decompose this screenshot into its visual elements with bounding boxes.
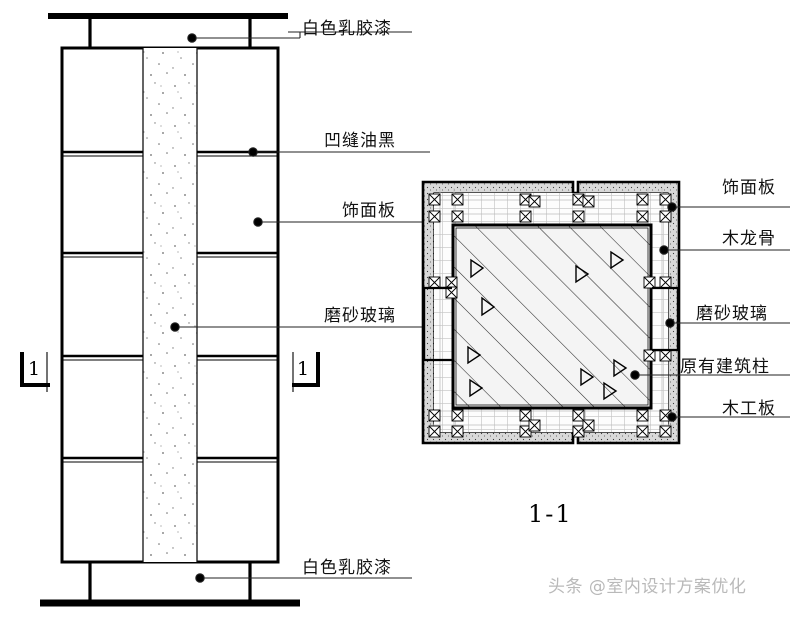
label-plan-wood-keel: 木龙骨: [722, 229, 776, 249]
section-marker-left: [20, 352, 50, 387]
label-plan-blockboard: 木工板: [722, 399, 776, 419]
label-plan-decor-panel: 饰面板: [722, 178, 776, 198]
existing-column: [451, 223, 653, 410]
section-marker-right: [292, 352, 320, 387]
label-plan-frosted-glass: 磨砂玻璃: [696, 304, 768, 324]
frosted-glass-strip: [143, 48, 197, 562]
watermark-text: 头条 @室内设计方案优化: [548, 577, 747, 597]
section-title: 1-1: [528, 500, 573, 528]
wood-keel-blocks: [428, 193, 672, 438]
label-plan-existing-column: 原有建筑柱: [680, 357, 770, 377]
plan-leaders: [630, 202, 790, 422]
elevation-view: [20, 13, 430, 607]
hatch-break-marks: [467, 250, 628, 401]
plan-section-view: [421, 180, 790, 445]
panel-joints: [62, 150, 278, 463]
elevation-label-underlines: [288, 31, 430, 579]
section-marker-left-number: 1: [28, 358, 41, 380]
label-elevation-groove-black: 凹缝油黑: [324, 131, 396, 151]
glass-leaf-marks: [422, 289, 680, 360]
label-elevation-decor-panel: 饰面板: [342, 201, 396, 221]
label-elevation-frosted-glass: 磨砂玻璃: [324, 306, 396, 326]
label-elevation-top-paint: 白色乳胶漆: [302, 19, 392, 39]
label-elevation-bottom-paint: 白色乳胶漆: [302, 558, 392, 578]
section-marker-right-number: 1: [297, 358, 310, 380]
